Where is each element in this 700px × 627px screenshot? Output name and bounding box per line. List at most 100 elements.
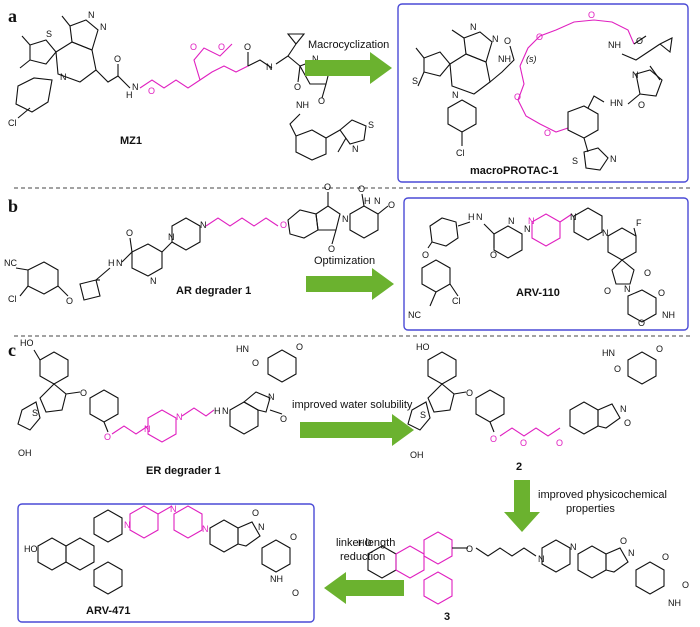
svg-text:HO: HO [416, 342, 430, 352]
svg-text:N: N [100, 22, 107, 32]
compound-2-label: 2 [516, 461, 522, 473]
panel-b-letter: b [8, 196, 18, 216]
atom-s: S [46, 29, 52, 39]
panel-c: c HO S OH O O N N H N N O [8, 338, 689, 623]
svg-text:N: N [570, 212, 577, 222]
svg-text:NH: NH [296, 100, 309, 110]
svg-text:NH: NH [498, 54, 511, 64]
mz1-label: MZ1 [120, 135, 142, 147]
er-degrader-structure: HO S OH O O N N H N N O HN O [17, 338, 303, 458]
svg-text:HN: HN [236, 344, 249, 354]
arrow-b-label: Optimization [314, 255, 375, 267]
compound-2-structure: HO S OH O O O O N O HN O O [407, 342, 663, 460]
svg-text:N: N [88, 10, 95, 20]
svg-text:H: H [364, 196, 371, 206]
svg-text:O: O [638, 318, 645, 328]
svg-text:N: N [60, 72, 67, 82]
svg-text:N: N [632, 70, 639, 80]
svg-text:O: O [148, 86, 155, 96]
svg-text:N: N [144, 424, 151, 434]
svg-text:O: O [658, 288, 665, 298]
svg-text:O: O [388, 200, 395, 210]
svg-text:H: H [214, 406, 221, 416]
svg-text:O: O [290, 532, 297, 542]
svg-text:N: N [602, 228, 609, 238]
svg-text:O: O [252, 358, 259, 368]
svg-text:N: N [124, 520, 131, 530]
svg-text:N: N [202, 524, 209, 534]
compound-3-structure: HO O N N N O O NH O [358, 531, 689, 608]
svg-text:N: N [610, 154, 617, 164]
svg-text:O: O [682, 580, 689, 590]
svg-text:N: N [176, 412, 183, 422]
svg-text:H: H [108, 258, 115, 268]
svg-text:O: O [244, 42, 251, 52]
arrow-c3-label-line1: linker length [336, 537, 395, 549]
svg-text:O: O [190, 42, 197, 52]
svg-text:O: O [514, 92, 521, 102]
svg-text:N: N [374, 196, 381, 206]
svg-text:N: N [342, 214, 349, 224]
svg-text:O: O [218, 42, 225, 52]
svg-text:O: O [614, 364, 621, 374]
svg-text:O: O [556, 438, 563, 448]
svg-text:N: N [312, 54, 319, 64]
svg-text:O: O [294, 82, 301, 92]
svg-text:OH: OH [410, 450, 424, 460]
svg-text:HO: HO [358, 538, 372, 548]
svg-text:HN: HN [602, 348, 615, 358]
svg-text:N: N [524, 224, 531, 234]
svg-text:O: O [490, 250, 497, 260]
arrow-macrocyclization [305, 52, 392, 84]
svg-text:O: O [318, 96, 325, 106]
svg-text:Cl: Cl [8, 294, 17, 304]
atom-cl: Cl [8, 118, 17, 128]
svg-text:S: S [572, 156, 578, 166]
svg-text:NC: NC [4, 258, 17, 268]
arrow-water-solubility [300, 414, 414, 446]
svg-text:NC: NC [408, 310, 421, 320]
svg-text:N: N [624, 284, 631, 294]
stereo-label: (s) [526, 54, 537, 64]
panel-a-letter: a [8, 6, 17, 26]
macroprotac-box [397, 3, 689, 183]
svg-text:HO: HO [20, 338, 34, 348]
svg-text:O: O [624, 418, 631, 428]
svg-text:N: N [492, 34, 499, 44]
svg-text:N: N [508, 216, 515, 226]
svg-text:O: O [324, 182, 331, 192]
svg-text:O: O [358, 184, 365, 194]
compound-3-label: 3 [444, 611, 450, 623]
svg-text:O: O [466, 544, 473, 554]
svg-text:N: N [352, 144, 359, 154]
svg-text:NH: NH [662, 310, 675, 320]
svg-text:Cl: Cl [452, 296, 461, 306]
svg-text:N: N [452, 90, 459, 100]
svg-text:N: N [476, 212, 483, 222]
arrow-c3-label-line2: reduction [340, 551, 385, 563]
svg-text:O: O [662, 552, 669, 562]
svg-text:O: O [544, 128, 551, 138]
svg-text:O: O [620, 536, 627, 546]
svg-text:NH: NH [608, 40, 621, 50]
svg-text:HN: HN [610, 98, 623, 108]
svg-text:O: O [656, 344, 663, 354]
svg-text:N: N [470, 22, 477, 32]
svg-text:N: N [620, 404, 627, 414]
svg-text:N: N [268, 392, 275, 402]
svg-text:O: O [126, 228, 133, 238]
panel-b: b NC Cl O H N O N N N O [4, 182, 689, 331]
svg-text:N: N [538, 554, 545, 564]
er-degrader-label: ER degrader 1 [146, 465, 221, 477]
arrow-a-label: Macrocyclization [308, 39, 389, 51]
svg-text:N: N [266, 62, 273, 72]
svg-text:S: S [412, 76, 418, 86]
svg-text:Cl: Cl [456, 148, 465, 158]
ar-degrader-label: AR degrader 1 [176, 285, 251, 297]
arrow-physicochemical [504, 480, 540, 532]
svg-text:O: O [80, 388, 87, 398]
svg-text:O: O [328, 244, 335, 254]
svg-text:O: O [638, 100, 645, 110]
svg-text:N: N [222, 406, 229, 416]
